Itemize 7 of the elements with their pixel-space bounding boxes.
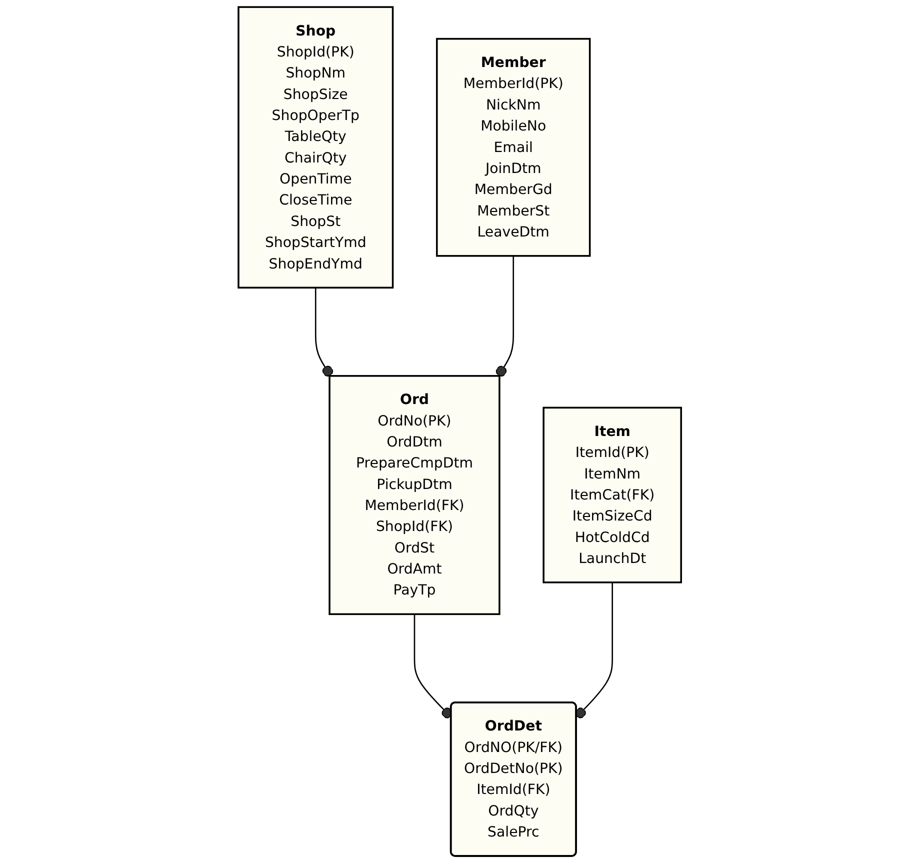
node-box: Ord OrdNo(PK) OrdDtm PrepareCmpDtm PickupDtm MemberId(FK) ShopId(FK) OrdSt OrdAmt PayTp [328, 375, 501, 616]
connector [496, 256, 514, 376]
connector [315, 288, 334, 376]
node-box: Item ItemId(PK) ItemNm ItemCat(FK) ItemSizeCd HotColdCd LaunchDt [542, 406, 682, 584]
node-box: Shop ShopId(PK) ShopNm ShopSize ShopOperTp TableQty ChairQty OpenTime CloseTime ShopSt ShopStartYmd ShopEndYmd [238, 6, 394, 289]
connector [575, 582, 614, 718]
node-box: Member MemberId(PK) NickNm MobileNo Email JoinDtm MemberGd MemberSt LeaveDtm [436, 38, 591, 257]
